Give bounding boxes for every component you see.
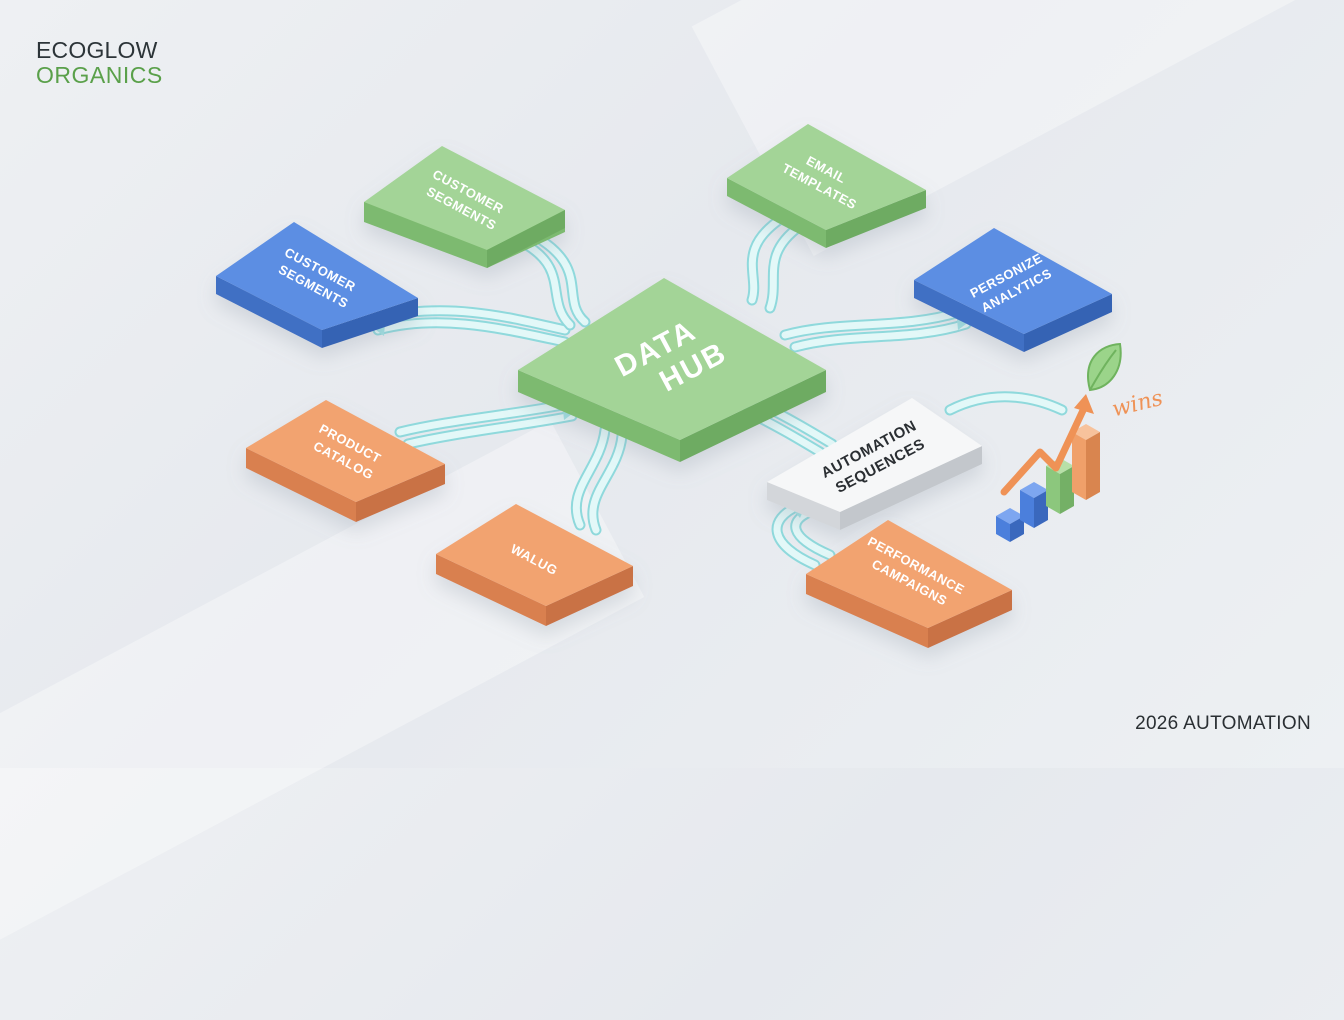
node-email-templates[interactable]: EMAIL TEMPLATES [727,124,926,248]
growth-label: wins [1110,386,1166,423]
data-flow-diagram: CUSTOMER SEGMENTS CUSTOMER SEGMENTS EMAI… [216,124,1166,648]
growth-chart-illustration: wins [996,342,1166,542]
connector-arrows [368,210,1068,571]
node-personize-analytics[interactable]: PERSONIZE ANALYTICS [914,228,1112,352]
connector-hub-to-segments-green [519,232,591,331]
node-customer-segments-blue[interactable]: CUSTOMER SEGMENTS [216,222,418,348]
brand-name-line1: ECOGLOW [36,37,158,63]
growth-trend-arrow [1000,400,1090,496]
brand-logo: ECOGLOW ORGANICS [36,38,163,88]
node-walug[interactable]: WALUG [436,504,633,626]
connector-automation-to-growth [944,391,1068,416]
footer-label: 2026 AUTOMATION [1135,713,1311,734]
connector-product-catalog-to-hub [394,398,580,450]
connector-walug-to-hub [570,424,628,536]
node-product-catalog[interactable]: PRODUCT CATALOG [246,400,445,522]
node-performance-campaigns[interactable]: PERFORMANCE CAMPAIGNS [806,520,1012,648]
connector-hub-to-email-templates [746,210,806,314]
growth-arrow-head [1074,394,1094,414]
node-data-hub[interactable]: DATA HUB [518,278,826,462]
brand-name-line2: ORGANICS [36,61,163,88]
connector-hub-to-personize-analytics [779,306,974,353]
growth-bar [1072,424,1100,500]
growth-bar [1020,482,1048,528]
growth-bar [996,508,1024,542]
node-automation-sequences[interactable]: AUTOMATION SEQUENCES [767,398,982,530]
node-customer-segments-green[interactable]: CUSTOMER SEGMENTS [364,146,565,268]
